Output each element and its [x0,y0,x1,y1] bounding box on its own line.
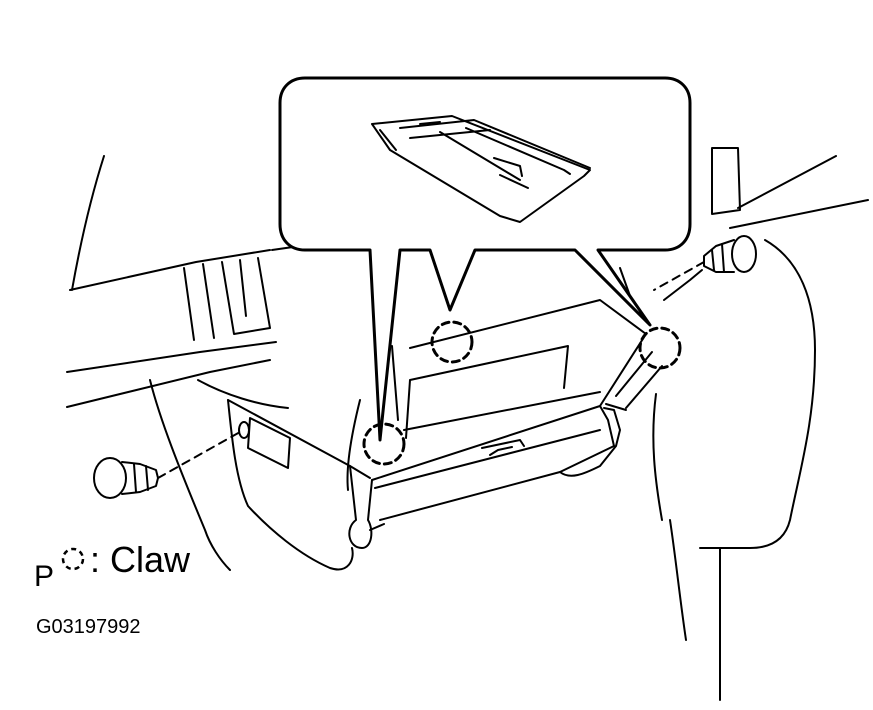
claw-icon [61,547,85,571]
claw-icon [430,320,474,364]
screw-right [653,235,757,291]
legend: P : Claw [34,540,190,592]
callout-bubble [278,76,692,442]
glove-box-body [227,267,663,571]
figure-code: G03197992 [36,616,141,638]
screw-icon [731,235,757,273]
claw-markers [362,320,682,466]
dashboard-outline [66,155,301,571]
center-console-outline [652,147,869,701]
legend-claw-label: : Claw [90,539,191,580]
screw-left [93,421,250,499]
claw-detail-inset [371,115,591,223]
legend-mark: P [34,560,55,593]
claw-icon [638,326,682,370]
screw-icon [93,457,127,499]
claw-icon [362,422,406,466]
